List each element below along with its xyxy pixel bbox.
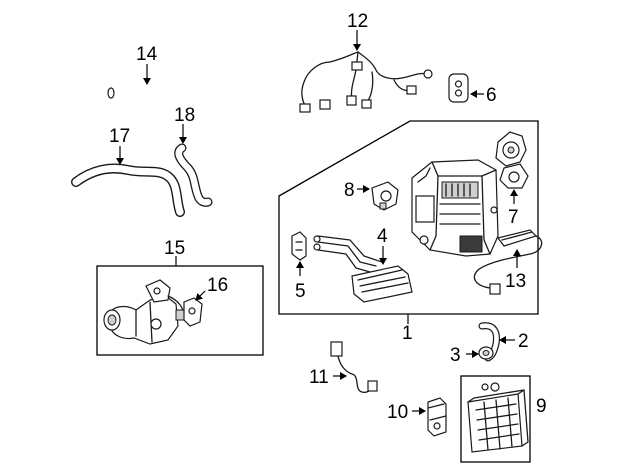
callout-4: 4 [377,226,388,247]
callout-8: 8 [344,180,355,201]
bracket-16 [183,297,203,327]
leader-lines [116,30,521,415]
callout-13: 13 [505,271,526,292]
callout-15: 15 [164,238,185,259]
water-pump-assembly [103,279,185,345]
heater-hose-17 [71,163,185,217]
callout-11: 11 [309,367,329,388]
callout-labels: 1 2 3 4 5 6 7 8 9 10 11 12 13 14 15 16 1… [109,11,547,423]
heater-core-4 [313,235,413,303]
blower-motor-7 [495,131,529,189]
hvac-assembly-box [278,120,539,315]
actuator-8 [371,181,399,211]
grommet-6 [448,73,469,103]
wiring-harness-12 [299,51,433,113]
callout-14: 14 [136,44,158,65]
seal-3 [478,346,494,360]
expansion-valve-10 [427,397,447,437]
callout-18: 18 [174,105,195,126]
filter-13 [473,229,543,295]
callout-5: 5 [295,281,306,302]
heater-hose-14 [107,60,210,99]
callout-10: 10 [387,402,408,423]
callout-12: 12 [347,11,368,32]
pump-box-15 [96,265,264,356]
callout-3: 3 [450,345,461,366]
callout-9: 9 [536,396,547,417]
callout-2: 2 [518,331,529,352]
callout-6: 6 [486,85,497,106]
hose-18 [174,143,213,207]
callout-17: 17 [109,126,130,147]
hvac-housing [411,159,499,257]
bracket-5 [291,231,307,261]
callout-1: 1 [402,323,413,344]
evaporator-box-9 [460,375,531,463]
sensor-wire-11 [330,341,378,394]
callout-7: 7 [508,207,519,228]
callout-16: 16 [207,275,228,296]
